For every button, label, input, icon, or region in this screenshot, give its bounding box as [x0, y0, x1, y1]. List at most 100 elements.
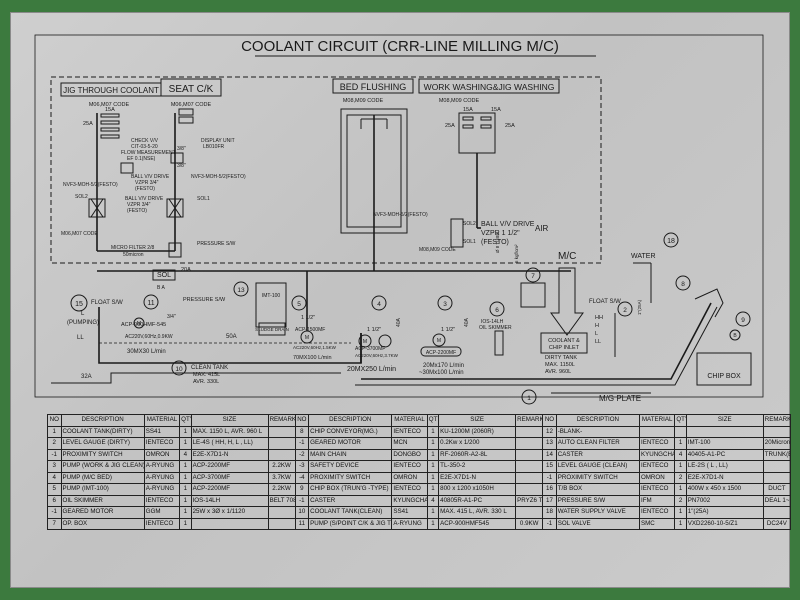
table-cell: AUTO CLEAN FILTER	[555, 437, 640, 450]
sol2-a: SOL2	[75, 194, 88, 200]
pump-motor-4	[358, 334, 372, 348]
caster-b-text: B	[733, 333, 737, 339]
table-cell: E2E-X7D1-N	[438, 471, 517, 484]
table-cell: TRUNK(B)	[762, 448, 792, 461]
table-cell: 2.2KW	[267, 483, 296, 496]
vzpr-a: VZPR 3/4"	[135, 180, 159, 186]
table-cell: IENTECO	[143, 437, 181, 450]
table-cell: LEVEL GAUGE (CLEAN)	[555, 460, 640, 473]
festo-c: (FESTO)	[481, 239, 509, 246]
sol2-c: SOL2	[463, 221, 476, 227]
callout-11	[143, 294, 159, 310]
table-cell: IENTECO	[638, 460, 676, 473]
table-cell: PROXIMITY SWITCH	[60, 448, 145, 461]
table-header-cell: SIZE	[685, 414, 764, 427]
table-cell: BELT 7089	[267, 494, 296, 507]
table-header-cell: REMARK	[515, 414, 544, 427]
table-cell: -1	[294, 494, 310, 507]
table-cell: GEARED MOTOR	[60, 506, 145, 519]
micro-filter: MICRO FILTER 2/8	[111, 245, 154, 251]
chip-box-symbol	[696, 352, 752, 386]
table-cell: 2	[47, 437, 62, 450]
clean-max: MAX. 415L	[193, 372, 220, 378]
table-cell: IENTECO	[638, 483, 676, 496]
festo-b: (FESTO)	[127, 208, 147, 214]
table-cell: -BLANK-	[555, 425, 640, 438]
table-cell	[267, 448, 296, 461]
table-cell: TL-350-2	[438, 460, 517, 473]
work-code: M08,M09 CODE	[439, 98, 480, 104]
table-cell	[267, 517, 296, 530]
level-l-left: L	[81, 311, 85, 317]
level-l-right: L	[595, 331, 598, 337]
motor-m-5: M	[305, 335, 309, 341]
table-cell: 0.9KW	[515, 517, 544, 530]
parts-table-header: NODESCRIPTIONMATERIALQTYSIZEREMARKNODESC…	[47, 414, 792, 427]
table-cell: KU-1200M (2060R)	[438, 425, 517, 438]
oil-skimmer: OIL SKIMMER	[479, 325, 512, 331]
pump-motor-3	[432, 333, 446, 347]
table-cell: CHIP CONVEYOR(MG.)	[308, 425, 393, 438]
table-cell: 14	[542, 448, 557, 461]
imt-filter-body	[255, 282, 287, 328]
table-cell: -1	[542, 471, 557, 484]
callout-10	[171, 360, 187, 376]
table-cell: -1	[47, 448, 62, 461]
table-cell	[762, 506, 792, 519]
callout-1-text: 1	[527, 395, 531, 402]
table-cell: 0.2Kw x 1/200	[438, 437, 517, 450]
table-cell: 800 x 1200 x1050H	[438, 483, 517, 496]
table-cell: PROXIMITY SWITCH	[308, 471, 393, 484]
table-cell: 7	[47, 517, 62, 530]
water-label: WATER	[631, 253, 656, 260]
table-cell: 11	[294, 517, 310, 530]
table-cell: 4	[47, 471, 62, 484]
table-cell: IENTECO	[391, 460, 428, 473]
pressure-sw-top: PRESSURE S/W	[197, 241, 236, 247]
label-50a: 50A	[226, 334, 237, 340]
callout-18-text: 18	[667, 238, 675, 245]
size-30b: ~30Mx100 L/min	[419, 370, 464, 376]
flow-model: EF 0.1(NSE)	[127, 156, 156, 162]
table-cell	[267, 437, 296, 450]
table-cell: 1	[179, 483, 192, 496]
callout-10-text: 10	[175, 366, 183, 373]
mg-plate: M/G PLATE	[599, 394, 641, 403]
table-cell	[515, 506, 544, 519]
table-cell: PUMP (M/C BED)	[60, 471, 145, 484]
table-cell: IENTECO	[391, 425, 428, 438]
mc-label: M/C	[558, 251, 576, 262]
table-cell: 1	[426, 460, 440, 473]
table-header-cell: QTY	[426, 414, 440, 427]
air-label: AIR	[535, 224, 549, 233]
table-cell	[762, 460, 792, 473]
table-cell: 1	[179, 494, 192, 507]
vzpr-b: VZPR 3/4"	[127, 202, 151, 208]
level-hh: HH	[595, 315, 603, 321]
table-cell: 1	[179, 460, 192, 473]
table-cell	[267, 506, 296, 519]
circuit-diagram: COOLANT CIRCUIT (CRR-LINE MILLING M/C) J…	[34, 34, 764, 405]
motor-m-11: M	[137, 321, 141, 327]
coolant-circuit-plate: COOLANT CIRCUIT (CRR-LINE MILLING M/C) J…	[10, 12, 792, 588]
callout-8	[675, 275, 691, 291]
table-cell: PN7002	[685, 494, 764, 507]
label-32a: 32A	[81, 374, 92, 380]
table-cell: PRYZ6 TRUNK(8)	[515, 494, 544, 507]
table-header-cell: DESCRIPTION	[555, 414, 640, 427]
oil-skimmer-symbol	[494, 330, 504, 356]
table-cell: LE-2S ( L , LL)	[685, 460, 764, 473]
sol1-c: SOL1	[463, 239, 476, 245]
table-cell: GEARED MOTOR	[308, 437, 393, 450]
table-cell: DUCT	[762, 483, 792, 496]
table-header-cell: DESCRIPTION	[308, 414, 393, 427]
table-cell: PUMP (WORK & JIG CLEAN)	[60, 460, 145, 473]
dirty-tank: DIRTY TANK	[545, 355, 577, 361]
table-cell: IENTECO	[143, 494, 181, 507]
label-40a-a: 40A	[396, 317, 402, 327]
jig-through-coolant-label: JIG THROUGH COOLANT	[63, 86, 159, 95]
table-header-cell: QTY	[674, 414, 687, 427]
